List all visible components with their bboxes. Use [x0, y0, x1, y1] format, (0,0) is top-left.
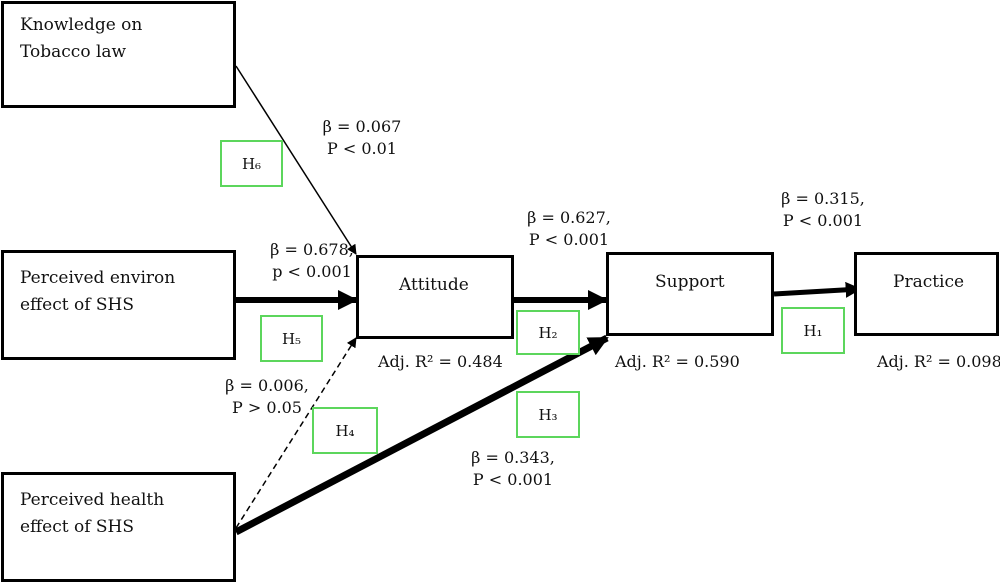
r-squared-support: Adj. R² = 0.590: [615, 352, 740, 371]
hypothesis-h4: H₄: [312, 407, 378, 454]
hypothesis-h5: H₅: [260, 315, 323, 362]
r-squared-attitude: Adj. R² = 0.484: [378, 352, 503, 371]
node-practice-label: Practice: [893, 272, 965, 292]
node-attitude: Attitude: [356, 255, 514, 339]
r-squared-practice: Adj. R² = 0.098: [877, 352, 1000, 371]
coef-health-support: β = 0.343, P < 0.001: [471, 448, 555, 489]
node-support-label: Support: [655, 272, 725, 292]
hypothesis-h1: H₁: [781, 307, 845, 354]
node-support: Support: [606, 252, 774, 336]
coef-environ-attitude: β = 0.678, p < 0.001: [270, 240, 354, 281]
node-health-label: Perceived health effect of SHS: [20, 490, 165, 538]
hypothesis-h3: H₃: [516, 391, 580, 438]
node-perceived-environ-effect: Perceived environ effect of SHS: [1, 250, 236, 360]
node-knowledge-on-tobacco-law: Knowledge on Tobacco law: [1, 1, 236, 108]
node-knowledge-label: Knowledge on Tobacco law: [20, 15, 143, 63]
hypothesis-h2: H₂: [516, 310, 580, 355]
coef-knowledge-attitude: β = 0.067 P < 0.01: [322, 117, 402, 158]
node-environ-label: Perceived environ effect of SHS: [20, 268, 176, 316]
arrow-support-to-practice: [773, 281, 862, 298]
node-perceived-health-effect: Perceived health effect of SHS: [1, 472, 236, 582]
node-attitude-label: Attitude: [399, 275, 469, 295]
arrow-health-to-attitude: [235, 337, 357, 529]
arrow-knowledge-to-attitude: [235, 65, 357, 255]
coef-health-attitude: β = 0.006, P > 0.05: [225, 376, 309, 417]
hypothesis-h6: H₆: [220, 140, 283, 187]
coef-attitude-support: β = 0.627, P < 0.001: [527, 208, 611, 249]
coef-support-practice: β = 0.315, P < 0.001: [781, 189, 865, 230]
node-practice: Practice: [854, 252, 999, 336]
arrow-health-to-support: [234, 334, 609, 536]
